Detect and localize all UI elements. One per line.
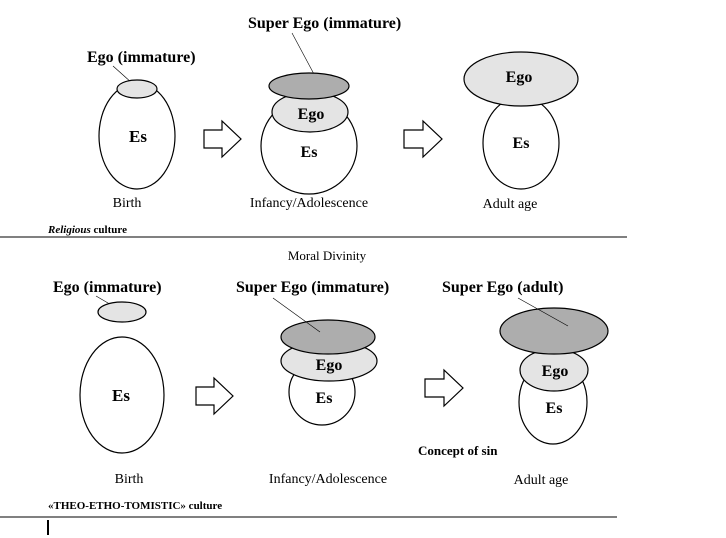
ego-adult-oval [463, 51, 579, 107]
superego-adult-oval [499, 307, 609, 355]
infancy-label: Infancy/Adolescence [250, 196, 368, 211]
ego-adult-label-bottom: Ego [542, 363, 569, 380]
es-birth-oval-bottom [79, 336, 165, 454]
es-birth-label-bottom: Es [112, 386, 130, 405]
superego-leader-line [291, 32, 316, 77]
bottom-infancy-stage: Super Ego (immature) Ego Es Infancy/Adol… [236, 279, 389, 487]
top-adult-stage: Ego Es Adult age [463, 51, 579, 212]
superego-immature-oval-bottom [280, 319, 376, 355]
superego-leader-line-bottom [272, 297, 321, 333]
ego-adult-label: Ego [506, 69, 533, 86]
es-birth-label: Es [129, 127, 147, 146]
top-arrow-2 [403, 119, 443, 159]
bottom-adult-stage: Super Ego (adult) Ego Es Concept of sin … [418, 279, 609, 488]
ego-immature-oval-bottom [97, 301, 147, 323]
top-section: Ego (immature) Es Birth Super Ego (immat… [47, 15, 579, 236]
top-infancy-stage: Super Ego (immature) Ego Es Infancy/Adol… [248, 15, 401, 211]
ego-immature-label: Ego (immature) [87, 49, 196, 66]
ego-immature-oval [116, 79, 158, 99]
religious-culture-label: Religious culture [47, 224, 127, 236]
super-ego-adult-label: Super Ego (adult) [442, 279, 564, 296]
moral-divinity-label: Moral Divinity [288, 248, 367, 263]
bottom-birth-stage: Ego (immature) Es Birth [53, 279, 165, 487]
superego-immature-oval [268, 72, 350, 100]
top-arrow-1 [203, 119, 242, 159]
culture-word: culture [91, 224, 127, 236]
top-birth-stage: Ego (immature) Es Birth [87, 49, 196, 211]
religious-word: Religious [47, 224, 91, 236]
birth-label-bottom: Birth [115, 472, 144, 487]
adult-age-label-bottom: Adult age [514, 473, 569, 488]
birth-label: Birth [113, 196, 142, 211]
es-adult-label-bottom: Es [546, 400, 563, 417]
super-ego-immature-label-bottom: Super Ego (immature) [236, 279, 389, 296]
text-cursor [47, 520, 49, 535]
ego-immature-label-bottom: Ego (immature) [53, 279, 162, 296]
concept-of-sin-label: Concept of sin [418, 443, 498, 458]
super-ego-immature-label: Super Ego (immature) [248, 15, 401, 32]
theo-etho-tomistic-culture-label: «THEO-ETHO-TOMISTIC» culture [48, 500, 222, 512]
bottom-arrow-2 [424, 368, 464, 408]
bottom-arrow-1 [195, 376, 234, 416]
ego-infancy-label: Ego [298, 106, 325, 123]
infancy-label-bottom: Infancy/Adolescence [269, 472, 387, 487]
es-adult-label: Es [513, 135, 530, 152]
adult-age-label: Adult age [483, 197, 538, 212]
ego-infancy-label-bottom: Ego [316, 357, 343, 374]
bottom-section: Ego (immature) Es Birth Super Ego (immat… [48, 279, 609, 512]
superego-adult-leader-line [517, 297, 569, 327]
es-infancy-label-bottom: Es [316, 390, 333, 407]
es-infancy-label: Es [301, 144, 318, 161]
